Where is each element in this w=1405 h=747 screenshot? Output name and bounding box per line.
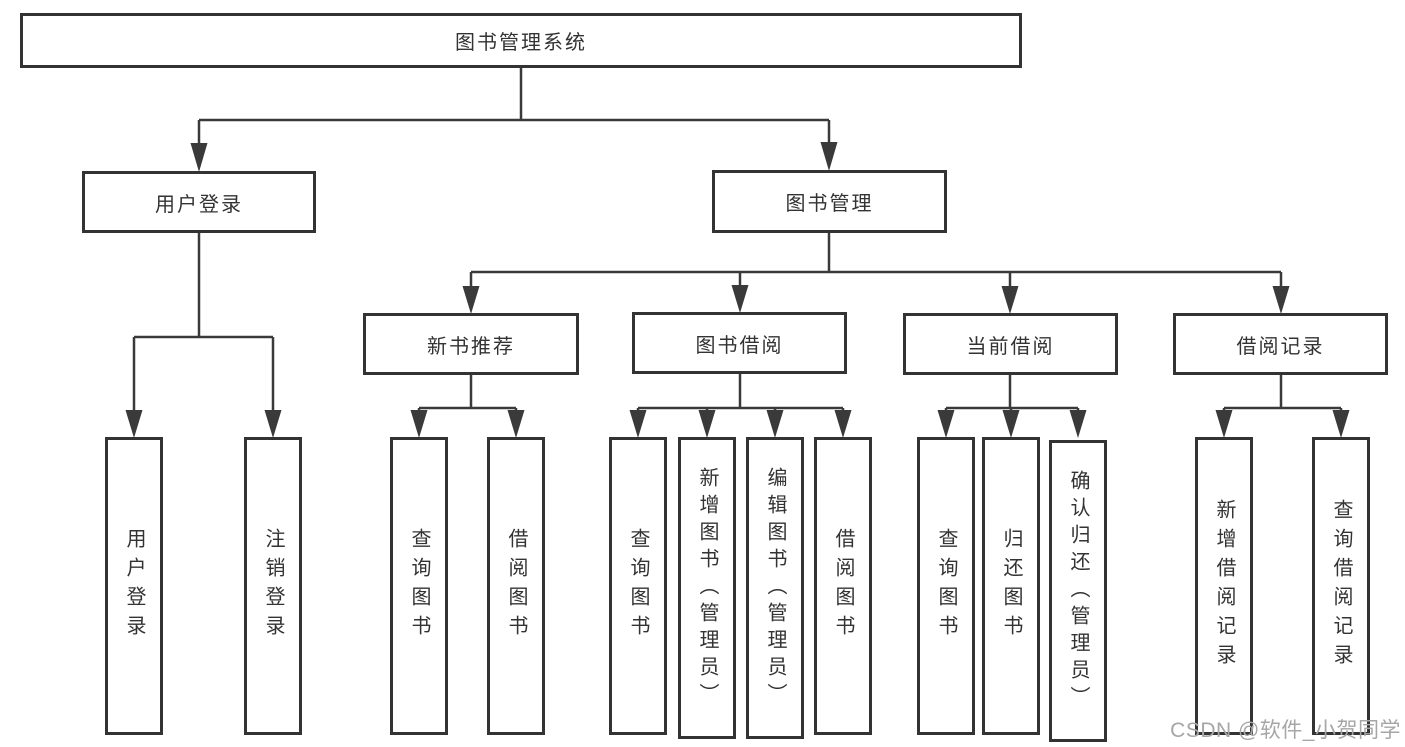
- leaf-query-book-borrow: 查询图书: [609, 437, 667, 735]
- leaf-borrow-book-recommend-label: 借阅图书: [505, 528, 527, 644]
- leaf-query-book-borrow-label: 查询图书: [627, 528, 649, 644]
- leaf-add-borrow-record: 新增借阅记录: [1195, 437, 1253, 735]
- leaf-confirm-return-admin-label: 确认归还（管理员）: [1067, 469, 1089, 713]
- leaf-confirm-return-admin: 确认归还（管理员）: [1049, 440, 1107, 742]
- leaf-borrow-book-recommend: 借阅图书: [487, 437, 545, 735]
- leaf-query-book-current-label: 查询图书: [935, 528, 957, 644]
- node-user-login-label: 用户登录: [155, 193, 243, 216]
- leaf-add-borrow-record-label: 新增借阅记录: [1213, 499, 1235, 673]
- leaf-user-login-label: 用户登录: [123, 528, 145, 644]
- csdn-watermark: CSDN @软件_小贺同学: [1170, 719, 1401, 742]
- leaf-return-book-label: 归还图书: [1000, 528, 1022, 644]
- node-book-borrow: 图书借阅: [632, 312, 847, 374]
- node-user-login: 用户登录: [82, 171, 316, 233]
- node-root-library-system: 图书管理系统: [20, 13, 1022, 68]
- leaf-query-book-current: 查询图书: [917, 437, 975, 735]
- leaf-add-book-admin: 新增图书（管理员）: [678, 437, 736, 739]
- node-new-book-recommend: 新书推荐: [363, 313, 579, 375]
- leaf-edit-book-admin-label: 编辑图书（管理员）: [764, 466, 786, 710]
- leaf-edit-book-admin: 编辑图书（管理员）: [746, 437, 804, 739]
- leaf-query-borrow-record-label: 查询借阅记录: [1330, 499, 1352, 673]
- leaf-query-borrow-record: 查询借阅记录: [1312, 437, 1370, 735]
- node-current-borrow: 当前借阅: [903, 313, 1118, 375]
- node-book-borrow-label: 图书借阅: [695, 334, 784, 357]
- node-book-management-label: 图书管理: [785, 193, 874, 215]
- leaf-query-book-recommend-label: 查询图书: [408, 528, 430, 644]
- node-book-management: 图书管理: [712, 170, 947, 233]
- leaf-return-book: 归还图书: [982, 437, 1040, 735]
- leaf-borrow-book-label: 借阅图书: [832, 528, 854, 644]
- leaf-query-book-recommend: 查询图书: [390, 437, 448, 735]
- leaf-add-book-admin-label: 新增图书（管理员）: [696, 466, 718, 710]
- node-current-borrow-label: 当前借阅: [966, 335, 1055, 358]
- node-new-book-recommend-label: 新书推荐: [427, 335, 515, 358]
- node-borrow-records: 借阅记录: [1173, 313, 1388, 375]
- leaf-logout: 注销登录: [244, 437, 302, 735]
- leaf-user-login: 用户登录: [105, 437, 163, 735]
- node-borrow-records-label: 借阅记录: [1236, 335, 1325, 358]
- node-root-label: 图书管理系统: [455, 32, 587, 54]
- leaf-logout-label: 注销登录: [262, 528, 284, 644]
- leaf-borrow-book: 借阅图书: [814, 437, 872, 735]
